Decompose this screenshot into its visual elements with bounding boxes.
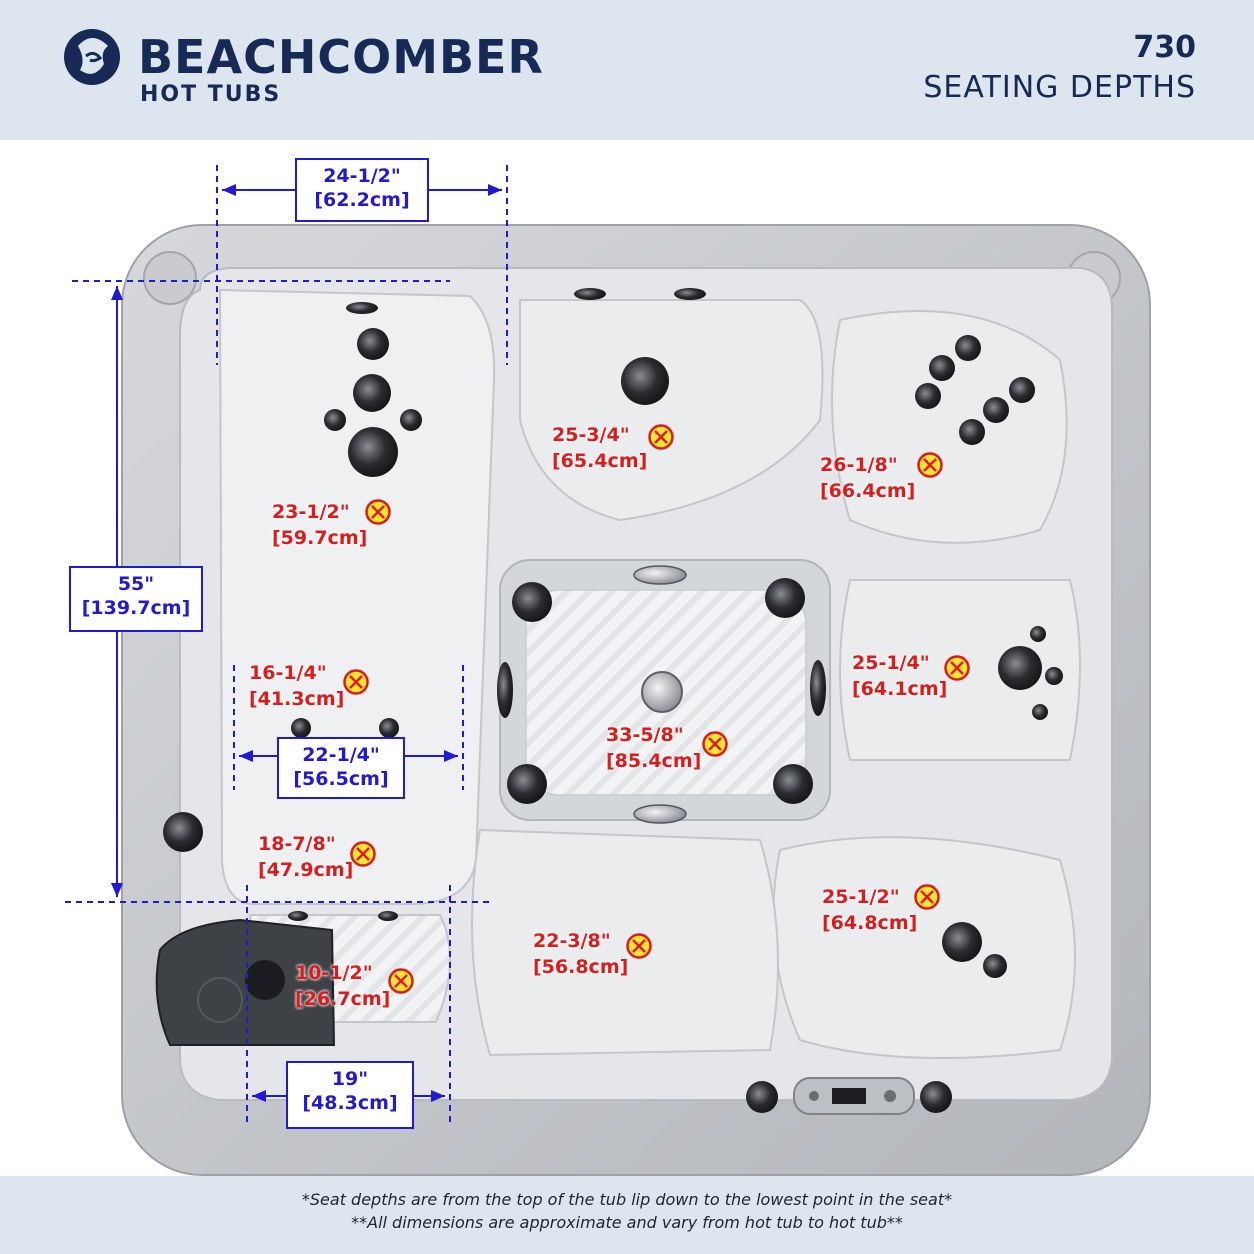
seat-depth-metric: [47.9cm] bbox=[258, 859, 354, 881]
seat-depth-label: 22-3/8" [56.8cm] bbox=[533, 928, 628, 980]
seat-depth-metric: [64.1cm] bbox=[852, 678, 948, 700]
footnote-approximate: **All dimensions are approximate and var… bbox=[351, 1213, 903, 1232]
dimension-imperial: 24-1/2" bbox=[323, 165, 401, 187]
control-panel-icon bbox=[793, 1077, 915, 1115]
dimension-metric: [56.5cm] bbox=[293, 768, 389, 790]
seat-depth-imperial: 23-1/2" bbox=[272, 501, 350, 523]
seat-marker-icon bbox=[914, 884, 940, 910]
dimension-lines bbox=[65, 165, 508, 1125]
seat-depth-imperial: 25-1/4" bbox=[852, 652, 930, 674]
brand-subtitle: HOT TUBS bbox=[140, 82, 282, 107]
seat-marker-icon bbox=[626, 933, 652, 959]
control-knob-icon bbox=[920, 1081, 952, 1113]
seat-depth-label: 23-1/2" [59.7cm] bbox=[272, 499, 367, 551]
dimension-metric: [139.7cm] bbox=[81, 597, 191, 619]
seat-depth-imperial: 33-5/8" bbox=[606, 724, 684, 746]
bottom-seat bbox=[471, 828, 779, 1057]
seat-marker-icon bbox=[365, 499, 391, 525]
seat-depth-metric: [41.3cm] bbox=[249, 688, 345, 710]
dimension-top-width: 24-1/2" [62.2cm] bbox=[295, 158, 429, 222]
seat-depth-label: 25-1/4" [64.1cm] bbox=[852, 650, 947, 702]
page-title: SEATING DEPTHS bbox=[923, 70, 1196, 105]
seat-depth-label: 16-1/4" [41.3cm] bbox=[249, 660, 344, 712]
header-band bbox=[0, 0, 1254, 140]
seat-depth-metric: [64.8cm] bbox=[822, 912, 918, 934]
jet-icons bbox=[163, 288, 1063, 978]
seat-depth-imperial: 22-3/8" bbox=[533, 930, 611, 952]
seat-depth-imperial: 18-7/8" bbox=[258, 833, 336, 855]
drain bbox=[641, 671, 683, 713]
seat-marker-icon bbox=[648, 424, 674, 450]
seat-depth-label: 18-7/8" [47.9cm] bbox=[258, 831, 353, 883]
dimension-metric: [62.2cm] bbox=[314, 189, 410, 211]
filter-lid-icon bbox=[155, 918, 336, 1046]
dimension-imperial: 22-1/4" bbox=[302, 744, 380, 766]
seat-depth-metric: [85.4cm] bbox=[606, 750, 702, 772]
seat-marker-icon bbox=[702, 731, 728, 757]
seat-depth-metric: [66.4cm] bbox=[820, 480, 916, 502]
brand-logo-icon bbox=[64, 29, 120, 85]
dimension-middle-width: 22-1/4" [56.5cm] bbox=[277, 737, 405, 799]
control-knob-icon bbox=[746, 1081, 778, 1113]
seat-depth-imperial: 16-1/4" bbox=[249, 662, 327, 684]
footer-band bbox=[0, 1176, 1254, 1254]
seat-depth-metric: [65.4cm] bbox=[552, 450, 648, 472]
seat-marker-icon bbox=[343, 669, 369, 695]
seat-marker-icon bbox=[917, 452, 943, 478]
seat-depth-metric: [59.7cm] bbox=[272, 527, 368, 549]
seat-depth-metric: [26.7cm] bbox=[295, 988, 391, 1010]
seat-marker-icon bbox=[350, 841, 376, 867]
dimension-imperial: 55" bbox=[117, 573, 155, 595]
bottom-right-seat bbox=[772, 836, 1076, 1059]
dimension-left-height: 55" [139.7cm] bbox=[69, 566, 203, 632]
seat-depth-label: 33-5/8" [85.4cm] bbox=[606, 722, 701, 774]
top-seat bbox=[519, 299, 824, 522]
model-number: 730 bbox=[1133, 30, 1196, 65]
seat-depth-imperial: 10-1/2" bbox=[295, 962, 373, 984]
corner-seat bbox=[831, 310, 1068, 544]
seat-depth-metric: [56.8cm] bbox=[533, 956, 629, 978]
dimension-imperial: 19" bbox=[331, 1068, 369, 1090]
seat-depth-label: 26-1/8" [66.4cm] bbox=[820, 452, 915, 504]
dimension-metric: [48.3cm] bbox=[302, 1092, 398, 1114]
seat-marker-icon bbox=[388, 968, 414, 994]
seat-depth-label: 25-1/2" [64.8cm] bbox=[822, 884, 917, 936]
dimension-bottom-width: 19" [48.3cm] bbox=[286, 1061, 414, 1129]
cup-holder bbox=[143, 251, 197, 305]
seat-depth-imperial: 25-1/2" bbox=[822, 886, 900, 908]
brand-name: BEACHCOMBER bbox=[138, 30, 544, 84]
seat-marker-icon bbox=[944, 655, 970, 681]
seat-depth-label: 25-3/4" [65.4cm] bbox=[552, 422, 647, 474]
seat-depth-imperial: 25-3/4" bbox=[552, 424, 630, 446]
seat-depth-label: 10-1/2" [26.7cm] bbox=[295, 960, 390, 1012]
footnote-seat-depths: *Seat depths are from the top of the tub… bbox=[301, 1190, 953, 1209]
seat-depth-imperial: 26-1/8" bbox=[820, 454, 898, 476]
